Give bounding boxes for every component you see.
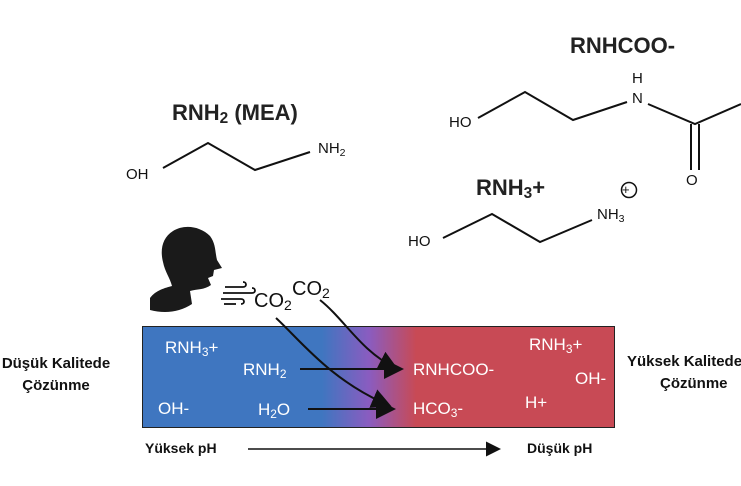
- right-side-label: Yüksek Kalitede Çözünme: [627, 353, 741, 392]
- mea-title: RNH2 (MEA): [172, 100, 298, 127]
- left-side-label: Düşük Kalitede Çözünme: [1, 355, 111, 394]
- band-h2o: H2O: [258, 400, 291, 421]
- ammonium-title: RNH3+: [476, 175, 546, 202]
- co2-label-left: CO2: [254, 290, 292, 313]
- mea-nh2-label: NH2: [318, 140, 346, 159]
- ph-high-label: Yüksek pH: [145, 440, 217, 456]
- mea-oh-label: OH: [126, 166, 149, 183]
- band-rnhcoo: RNHCOO-: [413, 360, 495, 379]
- ammonium-ho-label: HO: [408, 233, 431, 250]
- band-rnh2: RNH2: [243, 360, 287, 381]
- band-oh-right: OH-: [575, 369, 607, 388]
- carbamate-n-label: N: [632, 90, 643, 107]
- band-rnh3-right: RNH3+: [529, 335, 583, 356]
- ammonium-nh3-label: NH3: [597, 206, 625, 225]
- band-oh-left: OH-: [158, 399, 190, 418]
- ammonium-charge-label: +: [622, 182, 630, 197]
- band-hco3: HCO3-: [413, 399, 464, 420]
- carbamate-ho-label: HO: [449, 114, 472, 131]
- co2-label-right: CO2: [292, 278, 330, 301]
- positive-charge-icon: [620, 181, 638, 199]
- carbamate-o-label: O: [686, 172, 698, 189]
- band-h-plus: H+: [525, 393, 548, 412]
- carbamate-title: RNHCOO-: [570, 33, 676, 58]
- ph-low-label: Düşük pH: [527, 440, 593, 456]
- carbamate-h-label: H: [632, 70, 643, 87]
- band-rnh3-left: RNH3+: [165, 338, 219, 359]
